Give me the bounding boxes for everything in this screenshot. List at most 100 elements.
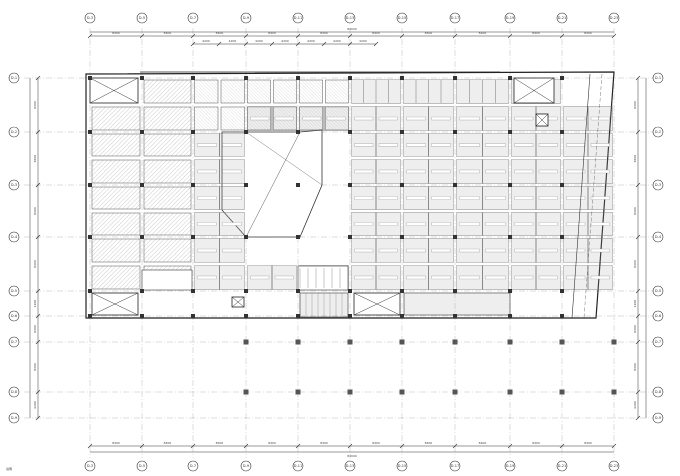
beam-tag (354, 248, 374, 253)
slab-panel (220, 106, 245, 131)
dim-tick (243, 41, 249, 47)
dim-tick (635, 339, 641, 345)
axis-bubble-bottom (136, 460, 148, 472)
column (88, 235, 92, 239)
beam-tag (590, 222, 610, 226)
dim-label: 8400 (633, 363, 637, 371)
dim-label: 4200 (202, 39, 210, 43)
axis-bubble-right (652, 126, 664, 138)
beam-tag (566, 248, 586, 253)
beam-tag (566, 196, 586, 200)
column (244, 235, 248, 239)
axis-bubble-left (8, 386, 20, 398)
beam-tag (566, 275, 586, 280)
dim-label: 8400 (33, 325, 37, 333)
axis-bubble-top (136, 12, 148, 24)
beam-tag (485, 143, 506, 147)
slab-panel (194, 106, 219, 131)
dim-label: 8400 (320, 31, 328, 35)
axis-bubble-left-label: D-9 (11, 416, 17, 420)
dim-tick (35, 313, 41, 319)
beam-tag (222, 143, 242, 147)
beam-tag (378, 275, 398, 280)
beam-tag (431, 275, 451, 280)
dim-label: 4200 (255, 39, 263, 43)
axis-bubble-left-label: D-2 (11, 130, 17, 134)
dim-label: 8400 (33, 260, 37, 268)
axis-bubble-left (8, 72, 20, 84)
axis-bubble-bottom-label: D-17 (451, 464, 459, 468)
axis-bubble-left-label: D-1 (11, 76, 17, 80)
dim-label: 8400 (268, 31, 276, 35)
dim-tick (35, 288, 41, 294)
axis-bubble-bottom (292, 460, 304, 472)
dim-tick (399, 443, 405, 449)
axis-bubble-top (556, 12, 568, 24)
dim-label: 8400 (216, 441, 224, 445)
column (347, 339, 353, 345)
column (296, 314, 300, 318)
shaft-opening-cross (91, 292, 139, 316)
dim-label: 8400 (633, 155, 637, 163)
axis-bubbles: D-3D-3D-5D-5D-7D-7D-9D-9D-11D-11D-13D-13… (8, 12, 664, 472)
dim-label: 8400 (33, 363, 37, 371)
dim-tick (635, 415, 641, 421)
dim-label: 8400 (633, 260, 637, 268)
beam-tag (485, 196, 506, 200)
column (88, 314, 92, 318)
column (348, 289, 352, 293)
column (348, 130, 352, 134)
axis-bubble-top (504, 12, 516, 24)
dim-label: 8400 (164, 441, 172, 445)
axis-bubble-top (84, 12, 96, 24)
beam-tag (459, 169, 480, 174)
beam-tag (514, 116, 534, 121)
beam-tag (566, 143, 586, 147)
dim-label: 4200 (633, 300, 637, 308)
column (560, 76, 564, 80)
axis-bubble-left (8, 231, 20, 243)
axis-bubble-bottom (187, 460, 199, 472)
beam-tag (354, 116, 374, 121)
column (244, 314, 248, 318)
dim-label: 8400 (633, 207, 637, 215)
dim-tick (190, 443, 196, 449)
dim-tick (216, 41, 222, 47)
dim-tick (635, 234, 641, 240)
total-dim-label: 84000 (347, 454, 357, 458)
beam-tag (406, 248, 426, 253)
dim-label: 8400 (584, 441, 592, 445)
beam-tag (406, 116, 426, 121)
column (140, 183, 144, 187)
column (508, 314, 512, 318)
axis-bubble-left-label: D-4 (11, 235, 18, 239)
beam-tag (459, 248, 480, 253)
beam-tag (274, 116, 294, 121)
dim-label: 4200 (333, 39, 341, 43)
beam-tag (459, 275, 480, 280)
beam-tag (485, 248, 506, 253)
dim-tick (190, 41, 196, 47)
axis-bubble-bottom (344, 460, 356, 472)
axis-bubble-bottom-label: D-5 (139, 464, 145, 468)
column (296, 130, 300, 134)
column (400, 289, 404, 293)
beam-tag (302, 116, 322, 121)
shaft-opening-cross (353, 292, 401, 316)
column (140, 76, 144, 80)
column (88, 289, 92, 293)
dim-tick (321, 41, 327, 47)
dim-label: 4200 (359, 39, 367, 43)
dim-label: 8400 (633, 325, 637, 333)
axis-bubble-bottom-label: D-21 (558, 464, 566, 468)
axis-bubble-right (652, 386, 664, 398)
beam-tag (459, 196, 480, 200)
beam-tag (222, 222, 242, 226)
shaft-opening-cross (535, 113, 549, 127)
slab-panel (143, 238, 192, 263)
slab-panel (247, 79, 271, 104)
dim-tick (347, 443, 353, 449)
column (191, 314, 195, 318)
slab-panel (194, 79, 219, 104)
axis-bubble-right (652, 412, 664, 424)
